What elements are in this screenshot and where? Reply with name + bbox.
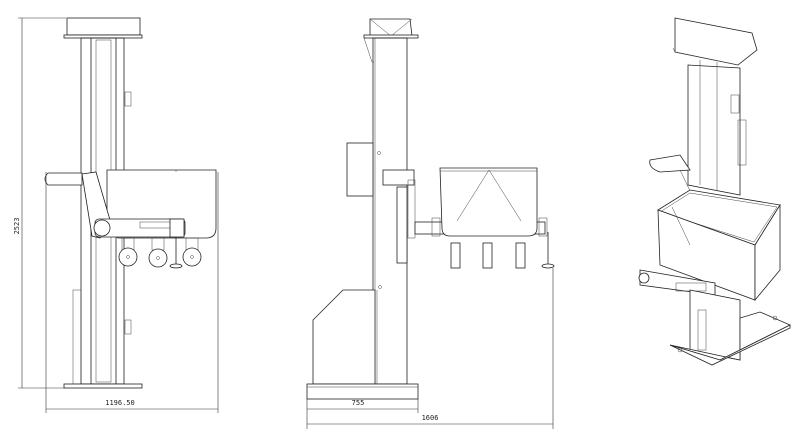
side-view	[306, 18, 555, 400]
base-depth-label: 755	[352, 399, 365, 407]
height-label: 2523	[13, 218, 21, 235]
overall-depth-label: 1606	[422, 414, 439, 422]
dimension-base-depth: 755	[306, 399, 419, 429]
side-wheels	[450, 242, 526, 269]
dimension-overall-depth: 1606	[307, 268, 554, 429]
width-label: 1196.50	[105, 399, 135, 407]
dimension-overall-height: 2523	[13, 17, 66, 389]
caster-wheels	[118, 237, 202, 268]
isometric-view	[638, 17, 791, 366]
dimension-front-width: 1196.50	[45, 172, 219, 413]
front-view	[44, 17, 217, 389]
